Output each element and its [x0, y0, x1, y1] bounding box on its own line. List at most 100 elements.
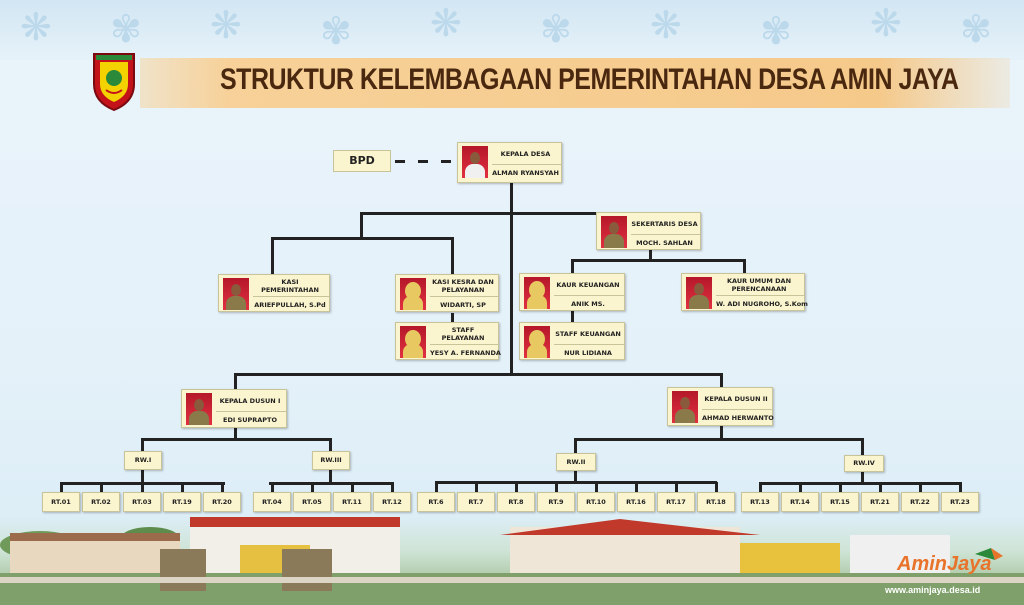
connector-line	[435, 481, 717, 484]
rw-box: RW.II	[556, 453, 596, 471]
rt-box: RT.7	[457, 492, 495, 512]
name-label: EDI SUPRAPTO	[223, 416, 277, 424]
rt-box: RT.23	[941, 492, 979, 512]
connector-line	[571, 259, 574, 273]
connector-line	[141, 470, 144, 484]
buildings-illustration	[0, 517, 1024, 605]
connector-line	[571, 311, 574, 323]
role-label: KASI KESRA DAN PELAYANAN	[432, 278, 494, 294]
rt-box: RT.10	[577, 492, 615, 512]
connector-line	[799, 482, 802, 493]
regency-logo	[93, 53, 135, 112]
connector-line	[919, 482, 922, 493]
connector-line	[141, 438, 144, 452]
rt-box: RT.17	[657, 492, 695, 512]
connector-line	[221, 482, 224, 493]
connector-line	[329, 470, 332, 484]
rt-box: RT.02	[82, 492, 120, 512]
rt-box: RT.9	[537, 492, 575, 512]
name-label: AHMAD HERWANTO	[702, 414, 774, 422]
connector-line	[234, 373, 723, 376]
name-label: W. ADI NUGROHO, S.Kom	[716, 300, 808, 308]
bpd-box: BPD	[333, 150, 391, 172]
role-label: KEPALA DESA	[500, 150, 551, 158]
kepala-dusun-2-box: KEPALA DUSUN II AHMAD HERWANTO	[667, 387, 774, 426]
role-label: KASI PEMERINTAHAN	[261, 278, 319, 294]
brand-name: AminJaya	[897, 553, 992, 575]
rt-box: RT.21	[861, 492, 899, 512]
rt-box: RT.6	[417, 492, 455, 512]
connector-line	[861, 438, 864, 456]
official-photo	[524, 326, 550, 358]
connector-line	[574, 438, 577, 454]
rt-box: RT.01	[42, 492, 80, 512]
official-photo	[686, 277, 712, 309]
website-url: www.aminjaya.desa.id	[885, 585, 981, 595]
connector-line	[959, 482, 962, 493]
connector-line	[60, 482, 63, 493]
rt-box: RT.19	[163, 492, 201, 512]
connector-line	[451, 313, 454, 323]
sekretaris-box: SEKERTARIS DESA MOCH. SAHLAN	[596, 212, 701, 250]
connector-line	[234, 373, 237, 390]
rt-box: RT.8	[497, 492, 535, 512]
connector-line	[649, 249, 652, 261]
connector-line	[879, 482, 882, 493]
kepala-desa-box: KEPALA DESA ALMAN RYANSYAH	[457, 142, 562, 183]
role-label: KEPALA DUSUN II	[704, 395, 768, 403]
connector-line	[555, 482, 558, 493]
connector-line	[510, 183, 513, 373]
rw-box: RW.IV	[844, 455, 884, 472]
connector-line	[571, 259, 746, 262]
connector-line	[360, 212, 652, 215]
name-label: MOCH. SAHLAN	[636, 239, 693, 247]
kasi-pemerintahan-box: KASI PEMERINTAHAN ARIEFPULLAH, S.Pd	[218, 274, 330, 312]
role-label: STAFF PELAYANAN	[441, 326, 485, 342]
name-label: ANIK MS.	[571, 300, 605, 308]
connector-line	[181, 482, 184, 493]
name-label: YESY A. FERNANDA	[430, 349, 501, 357]
kepala-dusun-1-box: KEPALA DUSUN I EDI SUPRAPTO	[181, 389, 287, 428]
rt-box: RT.04	[253, 492, 291, 512]
role-label: KEPALA DUSUN I	[219, 397, 281, 405]
connector-line	[329, 438, 332, 452]
name-label: ARIEFPULLAH, S.Pd	[254, 301, 326, 309]
page-title: STRUKTUR KELEMBAGAAN PEMERINTAHAN DESA A…	[220, 62, 959, 96]
connector-line	[360, 212, 363, 239]
role-label: STAFF KEUANGAN	[555, 330, 621, 338]
rt-box: RT.20	[203, 492, 241, 512]
connector-line	[743, 259, 746, 273]
connector-line	[271, 237, 454, 240]
connector-line	[720, 426, 723, 440]
connector-line	[475, 482, 478, 493]
rt-box: RT.05	[293, 492, 331, 512]
rt-box: RT.15	[821, 492, 859, 512]
official-photo	[524, 277, 550, 309]
kaur-umum-box: KAUR UMUM DAN PERENCANAAN W. ADI NUGROHO…	[681, 273, 808, 311]
dashed-connector	[395, 160, 405, 163]
role-label: KAUR KEUANGAN	[556, 281, 620, 289]
kaur-keuangan-box: KAUR KEUANGAN ANIK MS.	[519, 273, 625, 311]
dashed-connector	[418, 160, 428, 163]
connector-line	[515, 482, 518, 493]
name-label: NUR LIDIANA	[564, 349, 612, 357]
connector-line	[269, 482, 392, 485]
official-photo	[672, 391, 698, 423]
village-scene	[0, 515, 1024, 605]
connector-line	[861, 472, 864, 484]
connector-line	[839, 482, 842, 493]
connector-line	[351, 482, 354, 493]
connector-line	[271, 237, 274, 275]
connector-line	[435, 482, 438, 493]
connector-line	[574, 438, 864, 441]
role-label: SEKERTARIS DESA	[631, 220, 698, 228]
official-photo	[186, 393, 212, 425]
connector-line	[574, 471, 577, 483]
rt-box: RT.12	[373, 492, 411, 512]
header-pattern: ❋✾ ❋✾ ❋✾ ❋✾ ❋✾	[0, 0, 1024, 60]
connector-line	[141, 482, 144, 493]
official-photo	[223, 278, 249, 310]
connector-line	[391, 482, 394, 493]
connector-line	[141, 438, 332, 441]
connector-line	[759, 482, 962, 485]
